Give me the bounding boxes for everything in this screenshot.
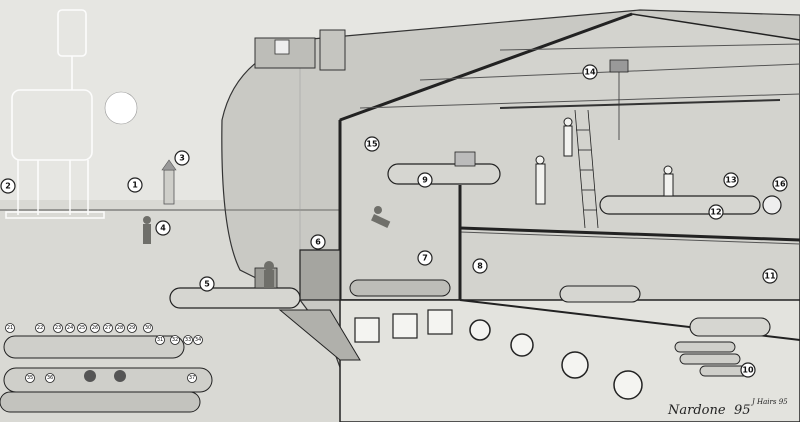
svg-text:37: 37 <box>189 375 195 381</box>
svg-text:24: 24 <box>67 325 73 331</box>
torpedo-lower-middle <box>559 285 641 303</box>
svg-text:13: 13 <box>725 176 736 185</box>
inset-callout-35: 35 <box>25 373 35 383</box>
callout-7: 7 <box>417 250 433 266</box>
inset-callout-31: 31 <box>155 335 165 345</box>
callout-16: 16 <box>772 176 788 192</box>
bridge-structure <box>254 29 346 71</box>
svg-text:6: 6 <box>315 238 321 247</box>
svg-text:3: 3 <box>179 154 185 163</box>
svg-text:9: 9 <box>422 176 428 185</box>
callout-3: 3 <box>174 150 190 166</box>
callout-4: 4 <box>155 220 171 236</box>
moon <box>104 91 138 125</box>
svg-text:22: 22 <box>37 325 43 331</box>
svg-text:25: 25 <box>79 325 85 331</box>
svg-text:26: 26 <box>92 325 98 331</box>
torpedo-exiting-hull <box>169 267 301 309</box>
svg-text:1: 1 <box>132 181 138 190</box>
svg-text:5: 5 <box>204 280 210 289</box>
svg-text:30: 30 <box>145 325 151 331</box>
secondary-signature: J Hairs 95 <box>750 398 788 406</box>
inset-callout-37: 37 <box>187 373 197 383</box>
callout-11: 11 <box>762 268 778 284</box>
hull-ramp <box>278 309 361 361</box>
callout-10: 10 <box>740 362 756 378</box>
svg-text:10: 10 <box>742 366 754 375</box>
inset-callout-29: 29 <box>127 323 137 333</box>
inset-chariot-diagram <box>0 335 213 413</box>
crane-rail <box>499 99 781 109</box>
svg-text:16: 16 <box>774 180 786 189</box>
inset-callout-22: 22 <box>35 323 45 333</box>
callout-14: 14 <box>582 64 598 80</box>
callout-6: 6 <box>310 234 326 250</box>
inset-callout-32: 32 <box>170 335 180 345</box>
spare-cylinders <box>674 341 751 377</box>
inset-callout-30: 30 <box>143 323 153 333</box>
svg-text:8: 8 <box>477 262 483 271</box>
inset-callout-36: 36 <box>45 373 55 383</box>
inset-callout-25: 25 <box>77 323 87 333</box>
callout-2: 2 <box>0 178 16 194</box>
svg-text:21: 21 <box>7 325 13 331</box>
signature-year: 95 <box>734 403 751 418</box>
svg-text:11: 11 <box>764 272 776 281</box>
crane-trolley <box>609 59 629 73</box>
torpedo-upper-left <box>387 151 501 185</box>
svg-text:12: 12 <box>710 208 721 217</box>
callout-5: 5 <box>199 276 215 292</box>
inset-callout-26: 26 <box>90 323 100 333</box>
torpedo-upper-right <box>599 195 782 215</box>
callout-12: 12 <box>708 204 724 220</box>
callout-1: 1 <box>127 177 143 193</box>
inset-callout-24: 24 <box>65 323 75 333</box>
ladder <box>574 109 599 229</box>
svg-text:35: 35 <box>27 375 33 381</box>
svg-text:36: 36 <box>47 375 53 381</box>
svg-text:23: 23 <box>55 325 61 331</box>
artist-signature: Nardone <box>667 403 726 418</box>
svg-text:33: 33 <box>185 337 191 343</box>
svg-text:32: 32 <box>172 337 178 343</box>
svg-text:4: 4 <box>160 224 166 233</box>
inset-callout-23: 23 <box>53 323 63 333</box>
svg-text:7: 7 <box>422 254 428 263</box>
svg-text:34: 34 <box>195 337 201 343</box>
frogman-figures <box>143 117 674 288</box>
hull-door-opening <box>299 249 341 301</box>
inset-callout-34: 34 <box>193 335 203 345</box>
svg-text:28: 28 <box>117 325 123 331</box>
svg-text:29: 29 <box>129 325 135 331</box>
svg-text:2: 2 <box>5 182 11 191</box>
inset-callout-21: 21 <box>5 323 15 333</box>
inset-callout-layer: 21 22 23 24 25 26 27 28 29 30 31 32 33 34 35 36 37 <box>5 323 203 383</box>
svg-text:14: 14 <box>584 68 596 77</box>
inset-callout-28: 28 <box>115 323 125 333</box>
torpedo-water-tank <box>349 279 451 297</box>
callout-9: 9 <box>417 172 433 188</box>
trojan-horse-ghost <box>5 9 105 219</box>
inset-callout-33: 33 <box>183 335 193 345</box>
callout-8: 8 <box>472 258 488 274</box>
svg-text:15: 15 <box>366 140 378 149</box>
callout-13: 13 <box>723 172 739 188</box>
callout-15: 15 <box>364 136 380 152</box>
torpedo-lower-right <box>689 317 771 337</box>
inset-callout-27: 27 <box>103 323 113 333</box>
svg-text:27: 27 <box>105 325 111 331</box>
lighthouse <box>161 159 177 205</box>
svg-text:31: 31 <box>157 337 163 343</box>
